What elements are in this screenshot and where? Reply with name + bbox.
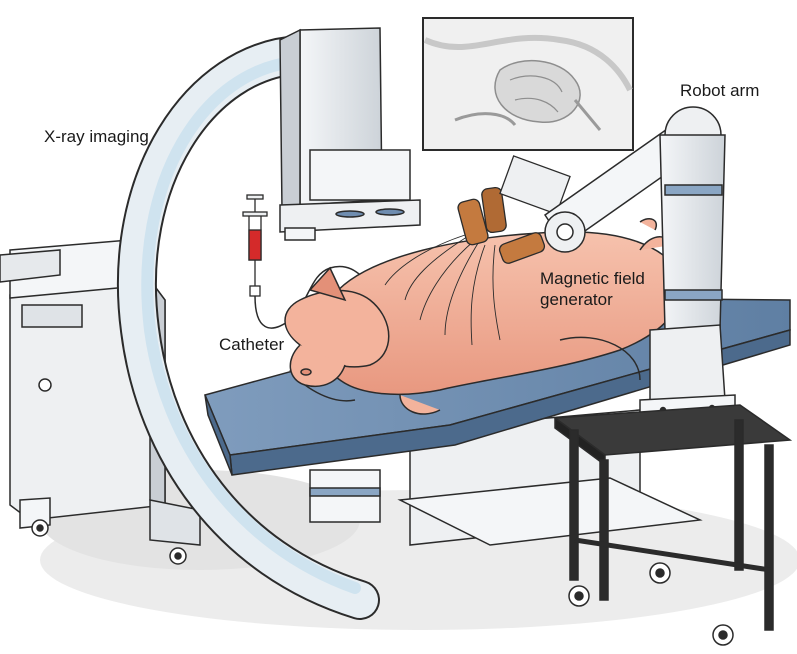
xray-base-wheels <box>31 519 187 565</box>
magnetic-field-generator-label: Magnetic field generator <box>540 268 645 310</box>
magnetic-label-line1: Magnetic field <box>540 269 645 288</box>
robot-arm-label: Robot arm <box>680 81 760 100</box>
robot-stand-wheels <box>568 562 734 646</box>
catheter-line <box>254 265 373 329</box>
xray-image-inset <box>422 17 634 151</box>
magnetic-label-line2: generator <box>540 290 613 309</box>
pig <box>284 218 684 415</box>
xray-imaging-label: X-ray imaging <box>44 127 149 146</box>
xray-detector-head <box>279 27 421 241</box>
magnetic-field-lines <box>384 234 501 346</box>
syringe <box>242 194 268 297</box>
magnetic-coils <box>457 155 571 264</box>
robot-arm <box>543 106 736 426</box>
c-arm <box>116 35 380 620</box>
catheter-label: Catheter <box>219 335 285 354</box>
robot-stand <box>552 404 793 631</box>
